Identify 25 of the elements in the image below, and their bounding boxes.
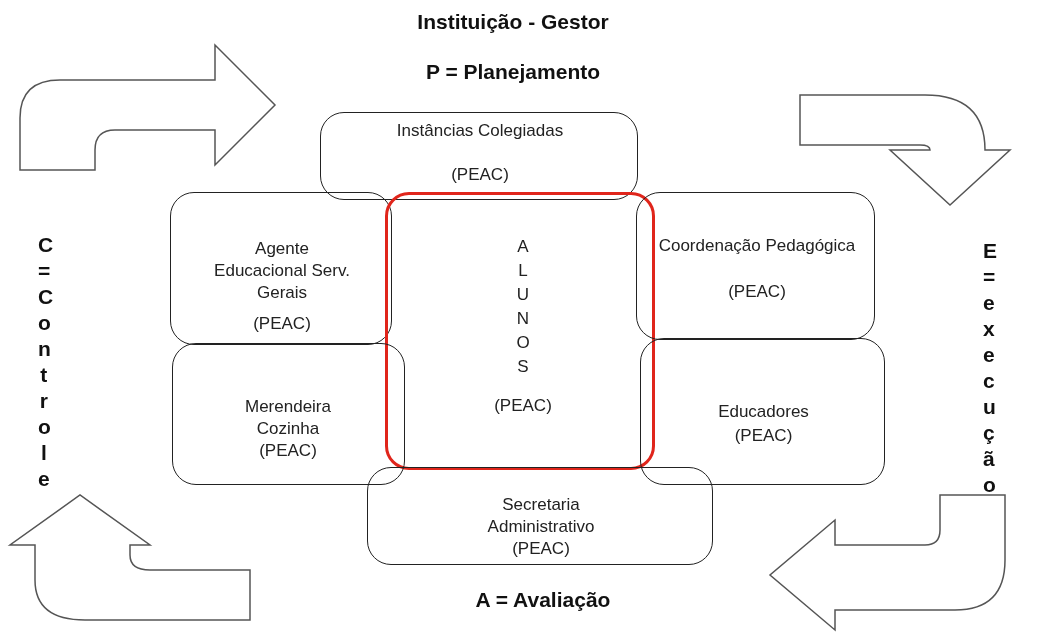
rounded-box — [320, 112, 638, 200]
phase-label: E=execução — [983, 238, 995, 498]
box-text: Instâncias Colegiadas — [395, 120, 565, 142]
box-text: (PEAC) — [493, 395, 553, 417]
title: Instituição - Gestor — [416, 10, 610, 34]
box-text: (PEAC) — [511, 538, 571, 560]
rounded-box — [385, 192, 655, 470]
box-text: Secretaria Administrativo — [486, 494, 596, 538]
rounded-box — [172, 343, 405, 485]
box-text: (PEAC) — [258, 440, 318, 462]
rounded-box — [170, 192, 392, 345]
box-text: Merendeira Cozinha — [244, 396, 332, 440]
phase-label: A = Avaliação — [474, 588, 612, 612]
box-text: Coordenação Pedagógica — [657, 235, 857, 257]
box-text: (PEAC) — [450, 164, 510, 186]
phase-label: P = Planejamento — [424, 60, 602, 84]
rounded-box — [636, 192, 875, 340]
rounded-box — [367, 467, 713, 565]
box-text: ALUNOS — [515, 236, 531, 378]
box-text: (PEAC) — [733, 425, 794, 447]
box-text: Educadores — [717, 401, 810, 423]
box-text: (PEAC) — [727, 281, 787, 303]
box-text: (PEAC) — [252, 313, 312, 335]
rounded-box — [640, 338, 885, 485]
box-text: Agente Educacional Serv. Gerais — [213, 238, 351, 304]
